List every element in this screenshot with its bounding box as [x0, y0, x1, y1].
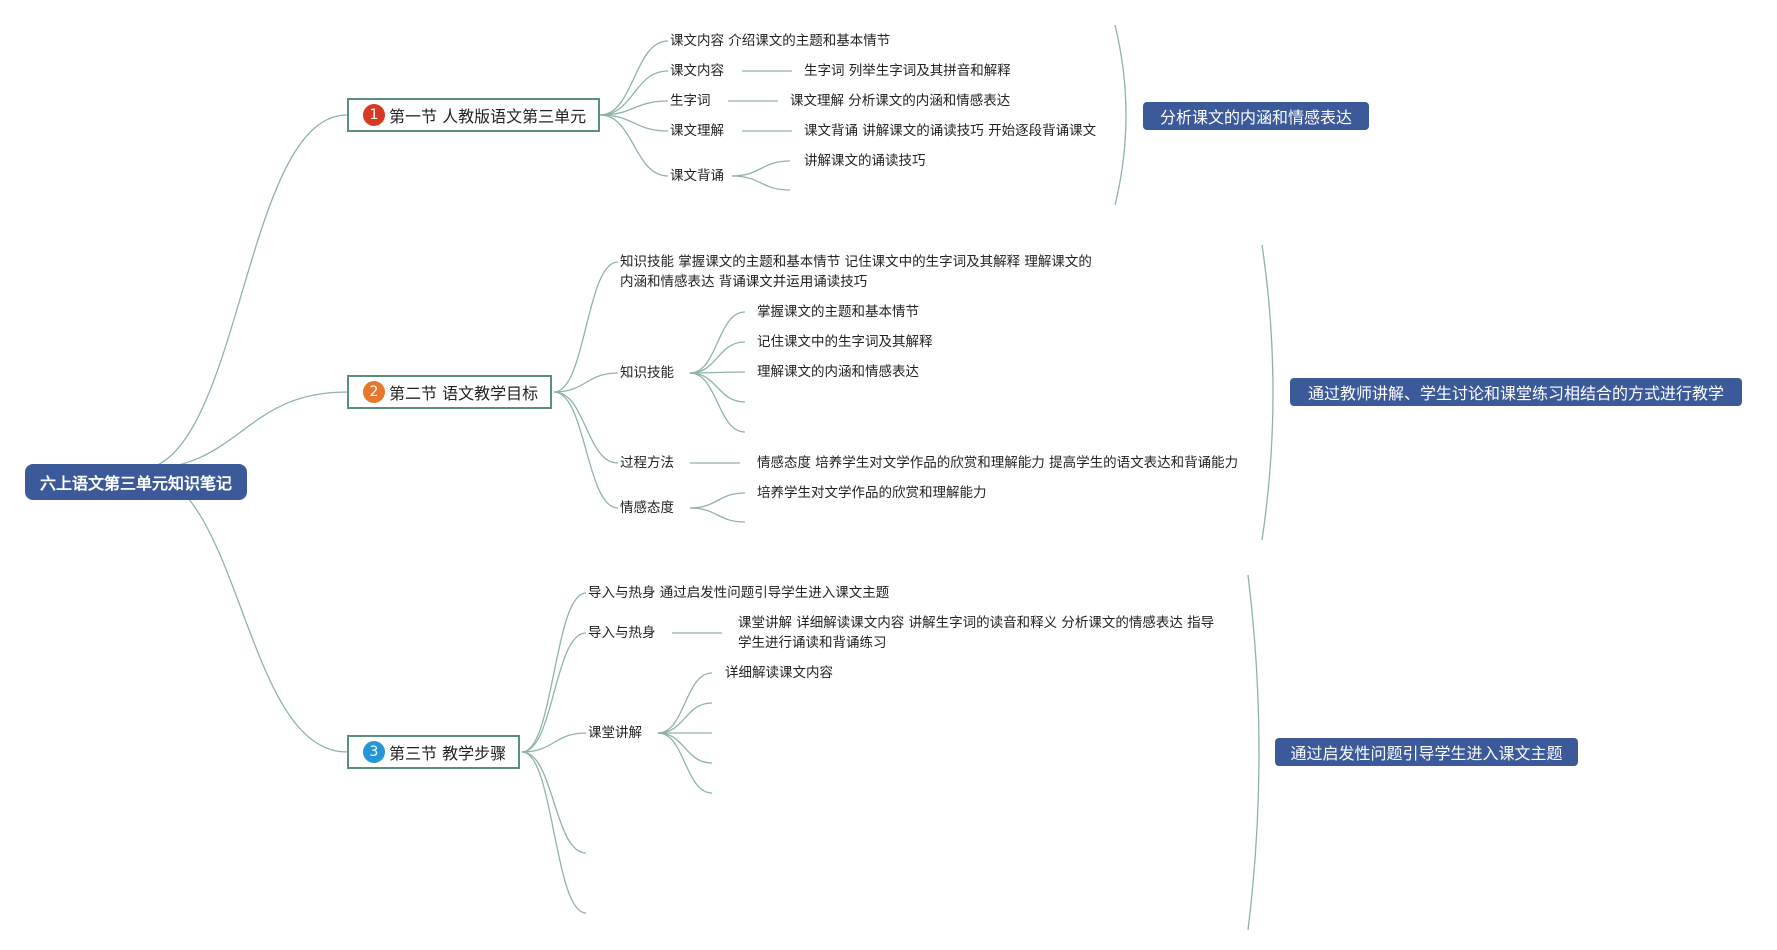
- section-3-title: 第三节 教学步骤: [389, 744, 507, 763]
- root-node[interactable]: 六上语文第三单元知识笔记: [25, 464, 247, 500]
- section-3-summary[interactable]: 通过启发性问题引导学生进入课文主题: [1275, 738, 1578, 766]
- section-2-node[interactable]: 2 第二节 语文教学目标: [347, 375, 553, 409]
- s2-branch-1: [553, 261, 619, 393]
- s1-branch-3: [599, 100, 669, 116]
- s3-item-3: 课堂讲解: [588, 725, 642, 741]
- s1-item-4-detail: 课文背诵 讲解课文的诵读技巧 开始逐段背诵课文: [804, 123, 1097, 139]
- s1-item-5: 课文背诵: [670, 168, 724, 184]
- s3-item-2-detail-line-2: 学生进行诵读和背诵练习: [738, 635, 887, 651]
- section-3-node[interactable]: 3 第三节 教学步骤: [347, 735, 521, 769]
- section-2-title: 第二节 语文教学目标: [389, 384, 539, 403]
- s2-branch-2: [553, 372, 619, 393]
- s1-item-2: 课文内容: [670, 63, 724, 79]
- s2-item-1-line-1: 知识技能 掌握课文的主题和基本情节 记住课文中的生字词及其解释 理解课文的: [620, 254, 1092, 270]
- s1-branch-5: [599, 114, 669, 177]
- s2-item-2: 知识技能: [620, 365, 674, 381]
- s3-item-2: 导入与热身: [588, 625, 656, 641]
- s1-item-2-detail: 生字词 列举生字词及其拼音和解释: [804, 63, 1011, 79]
- s3-item-3-child-link-5: [657, 732, 713, 794]
- s3-branch-4: [521, 751, 587, 854]
- s2-summary-brace: [1261, 244, 1274, 541]
- s1-item-5-child-link-2: [731, 175, 791, 191]
- link-root-section-1: [136, 114, 348, 471]
- s3-item-1: 导入与热身 通过启发性问题引导学生进入课文主题: [588, 585, 890, 601]
- s1-item-4: 课文理解: [670, 123, 724, 139]
- section-1-title: 第一节 人教版语文第三单元: [389, 107, 587, 126]
- s3-branch-2: [521, 632, 587, 753]
- s1-branch-1: [599, 40, 669, 116]
- link-root-section-3: [136, 469, 348, 753]
- s3-item-2-detail-line-1: 课堂讲解 详细解读课文内容 讲解生字词的读音和释义 分析课文的情感表达 指导: [738, 615, 1215, 631]
- s2-item-2-child-1: 掌握课文的主题和基本情节: [757, 304, 919, 320]
- s2-branch-3: [553, 391, 619, 464]
- s3-summary-brace: [1247, 574, 1260, 931]
- s3-branch-3: [521, 732, 587, 753]
- s3-item-3-child-1: 详细解读课文内容: [725, 665, 833, 681]
- s2-item-4: 情感态度: [620, 500, 674, 516]
- s3-branch-1: [521, 592, 587, 753]
- s1-summary-brace: [1114, 24, 1127, 206]
- s1-branch-4: [599, 114, 669, 132]
- s1-item-3-detail: 课文理解 分析课文的内涵和情感表达: [790, 93, 1011, 109]
- s3-item-3-child-link-1: [657, 672, 713, 734]
- s2-item-1-line-2: 内涵和情感表达 背诵课文并运用诵读技巧: [620, 274, 868, 290]
- s2-item-4-child-1: 培养学生对文学作品的欣赏和理解能力: [757, 485, 987, 501]
- section-2-summary[interactable]: 通过教师讲解、学生讨论和课堂练习相结合的方式进行教学: [1290, 378, 1742, 406]
- s3-branch-5: [521, 751, 587, 914]
- s1-item-1: 课文内容 介绍课文的主题和基本情节: [670, 33, 891, 49]
- s3-item-3-child-link-4: [657, 732, 713, 764]
- s2-item-3: 过程方法: [620, 455, 674, 471]
- section-1-summary[interactable]: 分析课文的内涵和情感表达: [1143, 102, 1369, 130]
- s1-item-3: 生字词: [670, 93, 711, 109]
- s2-item-2-child-link-1: [689, 311, 746, 374]
- s2-branch-4: [553, 391, 619, 509]
- s1-branch-2: [599, 70, 669, 116]
- s2-item-2-child-link-5: [689, 372, 746, 433]
- section-2-badge: 2: [363, 381, 385, 403]
- s2-item-4-child-link-2: [689, 507, 746, 523]
- s1-item-5-child-1: 讲解课文的诵读技巧: [804, 153, 926, 169]
- section-1-node[interactable]: 1 第一节 人教版语文第三单元: [347, 98, 601, 132]
- s3-item-3-child-link-2: [657, 702, 713, 734]
- section-3-badge: 3: [363, 741, 385, 763]
- s1-item-5-child-link-1: [731, 160, 791, 177]
- s2-item-2-child-link-2: [689, 341, 746, 374]
- section-1-badge: 1: [363, 104, 385, 126]
- s2-item-2-child-3: 理解课文的内涵和情感表达: [757, 364, 919, 380]
- s2-item-3-detail: 情感态度 培养学生对文学作品的欣赏和理解能力 提高学生的语文表达和背诵能力: [757, 455, 1239, 471]
- s2-item-2-child-link-4: [689, 372, 746, 403]
- s2-item-4-child-link-1: [689, 492, 746, 509]
- s2-item-2-child-2: 记住课文中的生字词及其解释: [757, 334, 933, 350]
